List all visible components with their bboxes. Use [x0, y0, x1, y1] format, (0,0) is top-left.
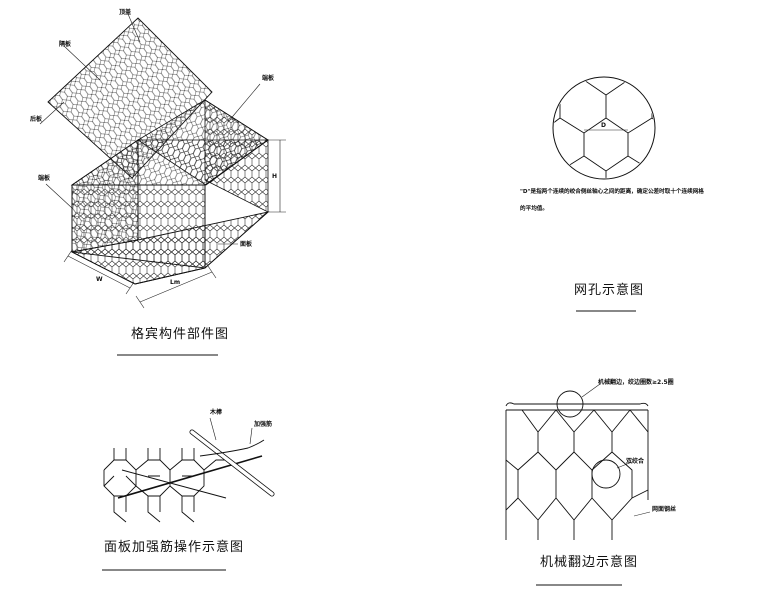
dim-height: H [268, 139, 286, 213]
mesh-dim-label: D [601, 122, 606, 129]
dim-length-label: Lm [170, 279, 180, 286]
label-reinforcing-bar: 加强筋 [253, 420, 272, 428]
mesh-hole-diagram: D "D"是指两个连续的绞合侧丝轴心之间的距离，确定公差时取十个连续网格 的平均… [520, 76, 704, 312]
reinforce-diagram: 木棒 加强筋 面板加强筋操作示意图 [102, 408, 275, 571]
dim-width: W [63, 249, 135, 295]
top-lid-panel [47, 17, 213, 179]
dim-length: Lm [135, 265, 217, 309]
reinforce-caption: 面板加强筋操作示意图 [104, 539, 244, 555]
selvedge-diagram: 机械翻边，绞边圈数≥2.5圈 双绞合 网面钢丝 机械翻边示意图 [505, 378, 676, 586]
label-back-panel: 后板 [30, 115, 43, 123]
dim-width-label: W [96, 276, 103, 283]
label-partition: 隔板 [59, 40, 72, 48]
label-wood-stick: 木棒 [209, 408, 223, 416]
mesh-note-line1: "D"是指两个连续的绞合侧丝轴心之间的距离，确定公差时取十个连续网格 [520, 187, 704, 195]
label-end-panel-right: 端板 [262, 74, 275, 82]
dim-height-label: H [272, 173, 277, 180]
label-top-lid: 顶盖 [119, 8, 131, 16]
label-end-panel-left: 端板 [38, 174, 51, 182]
edge-caption: 机械翻边示意图 [540, 554, 638, 570]
label-selvedge: 机械翻边，绞边圈数≥2.5圈 [598, 378, 674, 386]
label-front-panel: 面板 [240, 240, 253, 248]
label-double-twist: 双绞合 [626, 457, 645, 465]
gabion-diagram: W Lm H 顶盖 隔板 后板 端板 端板 面板 格宾构件部件图 [30, 8, 286, 356]
mesh-caption: 网孔示意图 [574, 282, 644, 298]
gabion-caption: 格宾构件部件图 [131, 326, 229, 342]
label-mesh-wire: 网面钢丝 [652, 505, 676, 513]
mesh-note-line2: 的平均值。 [520, 204, 548, 212]
